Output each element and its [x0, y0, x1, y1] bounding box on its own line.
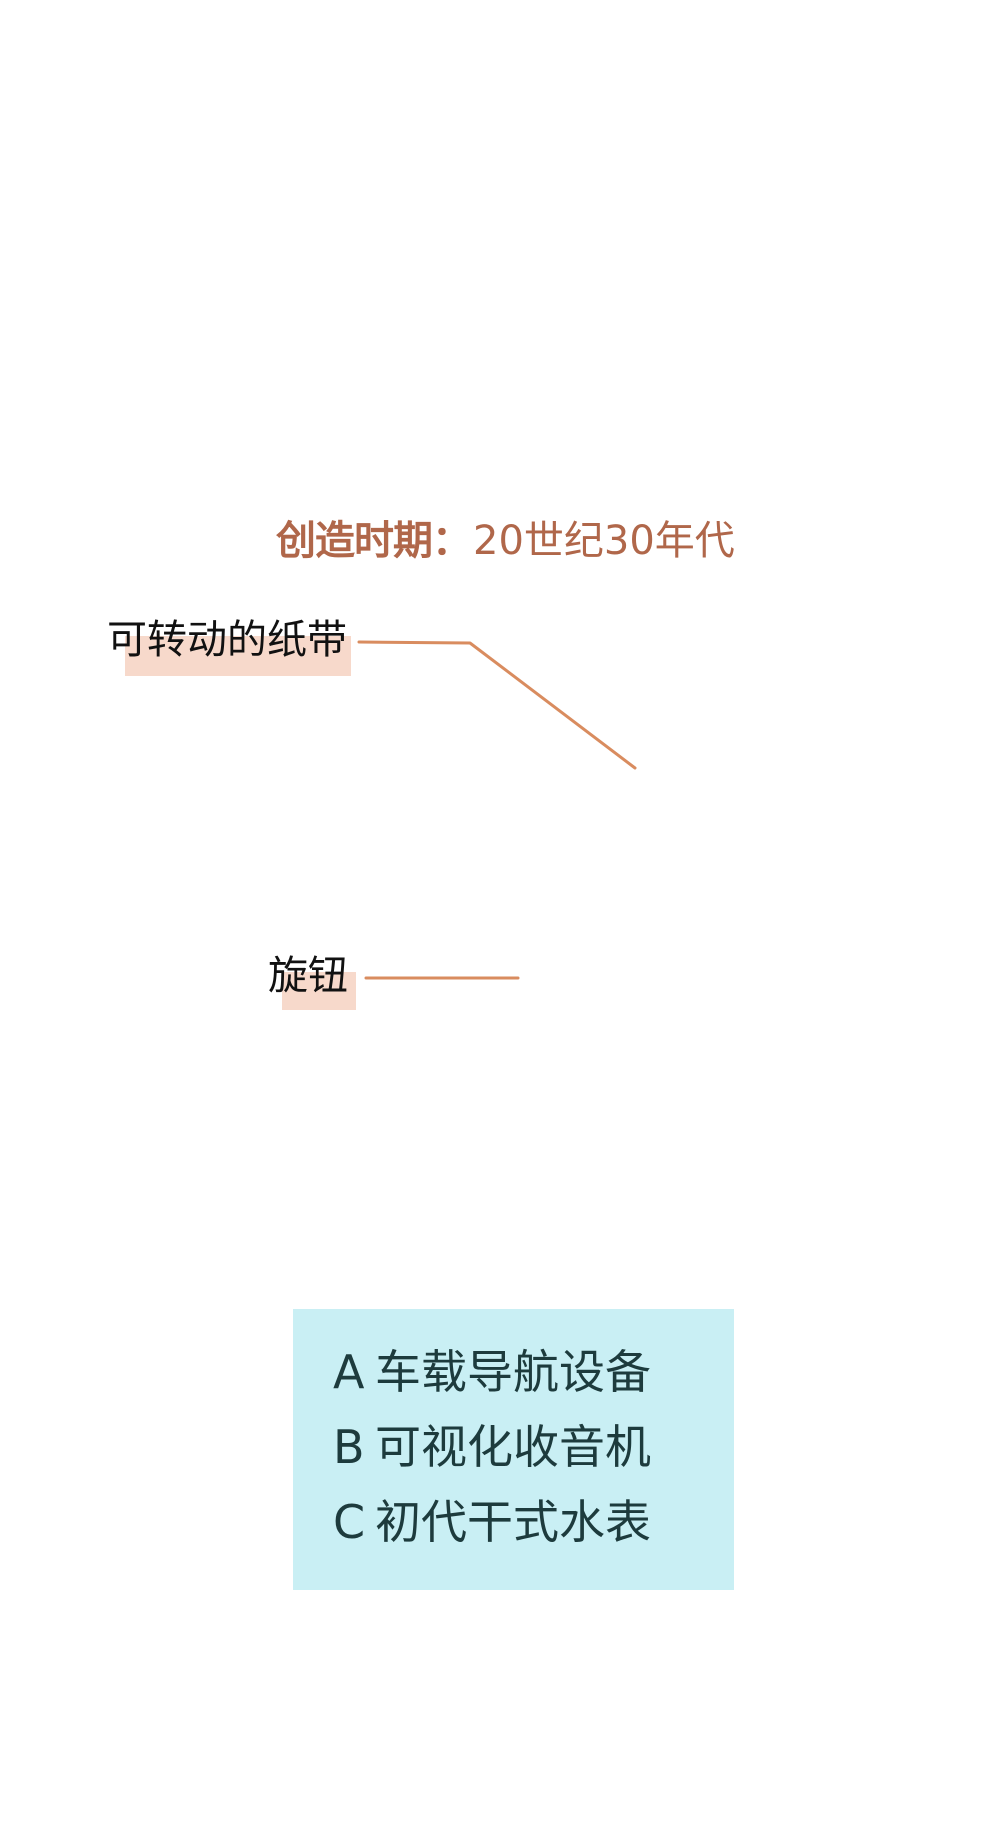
callout-rotating-paper-tape: 可转动的纸带 [107, 616, 351, 676]
creation-period-value: 20世纪30年代 [473, 518, 735, 564]
option-letter: A [333, 1345, 365, 1399]
callout-highlight [282, 972, 356, 1010]
option-letter: B [333, 1420, 365, 1474]
callout-knob: 旋钮 [268, 952, 356, 1010]
creation-period: 创造时期：20世纪30年代 [276, 514, 735, 568]
option-letter: C [333, 1495, 366, 1549]
callout-label-knob: 旋钮 [268, 953, 348, 999]
callout-label-tape: 可转动的纸带 [107, 617, 347, 663]
callout-highlight [125, 636, 351, 676]
option-text: 初代干式水表 [375, 1495, 651, 1549]
creation-period-label: 创造时期： [276, 518, 472, 564]
leader-line-tape [357, 640, 637, 770]
option-text: 车载导航设备 [375, 1345, 651, 1399]
option-text: 可视化收音机 [375, 1420, 651, 1474]
